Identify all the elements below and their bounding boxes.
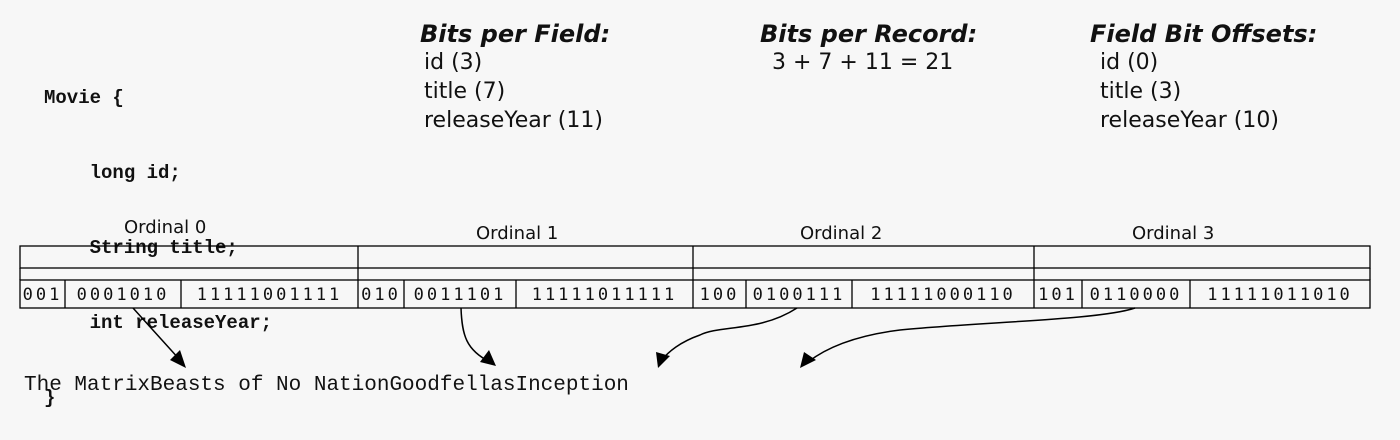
bit-row bbox=[19, 279, 1371, 309]
bits-per-field-item: releaseYear (11) bbox=[424, 108, 603, 133]
bits-per-field-item: title (7) bbox=[424, 79, 506, 104]
bits-per-field-item: id (3) bbox=[424, 50, 483, 75]
code-line: Movie { bbox=[44, 87, 124, 109]
field-offset-item: title (3) bbox=[1100, 79, 1182, 104]
release-year-bits: 11111000110 bbox=[870, 285, 1016, 305]
bits-per-record-heading: Bits per Record: bbox=[760, 20, 978, 48]
ordinal-label: Ordinal 2 bbox=[800, 223, 883, 244]
pointer-arrow bbox=[807, 307, 1136, 363]
id-bits: 101 bbox=[1038, 285, 1078, 305]
ordinal-label: Ordinal 1 bbox=[476, 223, 559, 244]
release-year-bits: 11111011111 bbox=[531, 285, 678, 305]
movie-class-definition: Movie { long id; String title; int relea… bbox=[44, 36, 272, 436]
field-bit-offsets-block: Field Bit Offsets: id (0) title (3) rele… bbox=[1090, 20, 1317, 135]
field-offset-item: id (0) bbox=[1100, 50, 1159, 75]
bits-per-record-block: Bits per Record: 3 + 7 + 11 = 21 bbox=[760, 20, 977, 77]
pointer-arrow bbox=[132, 307, 181, 361]
code-line: String title; bbox=[44, 237, 238, 259]
bits-per-field-heading: Bits per Field: bbox=[420, 20, 611, 48]
id-bits: 001 bbox=[22, 285, 63, 305]
field-bit-offsets-heading: Field Bit Offsets: bbox=[1090, 20, 1318, 48]
code-line: long id; bbox=[44, 162, 181, 184]
bits-per-field-block: Bits per Field: id (3) title (7) release… bbox=[420, 20, 610, 135]
arrowhead bbox=[480, 350, 496, 366]
code-line: } bbox=[44, 387, 56, 409]
title-bits: 0001010 bbox=[76, 285, 170, 305]
field-offset-item: releaseYear (10) bbox=[1100, 108, 1279, 133]
release-year-bits: 11111011010 bbox=[1207, 285, 1353, 305]
string-pool: The MatrixBeasts of No NationGoodfellasI… bbox=[24, 374, 629, 397]
title-bits: 0011101 bbox=[413, 285, 507, 305]
id-bits: 100 bbox=[699, 285, 740, 305]
title-bits: 0100111 bbox=[752, 285, 846, 305]
arrowhead bbox=[656, 352, 670, 368]
record-header-row bbox=[19, 245, 1371, 269]
id-bits: 010 bbox=[361, 285, 401, 305]
pointer-arrow bbox=[661, 307, 798, 361]
bits-per-record-formula: 3 + 7 + 11 = 21 bbox=[772, 50, 954, 75]
code-line: int releaseYear; bbox=[44, 312, 273, 334]
ordinal-label: Ordinal 3 bbox=[1132, 223, 1215, 244]
arrowhead bbox=[170, 350, 186, 368]
title-bits: 0110000 bbox=[1089, 285, 1183, 305]
ordinal-label: Ordinal 0 bbox=[124, 217, 207, 238]
arrowhead bbox=[800, 352, 816, 368]
release-year-bits: 11111001111 bbox=[196, 285, 343, 305]
